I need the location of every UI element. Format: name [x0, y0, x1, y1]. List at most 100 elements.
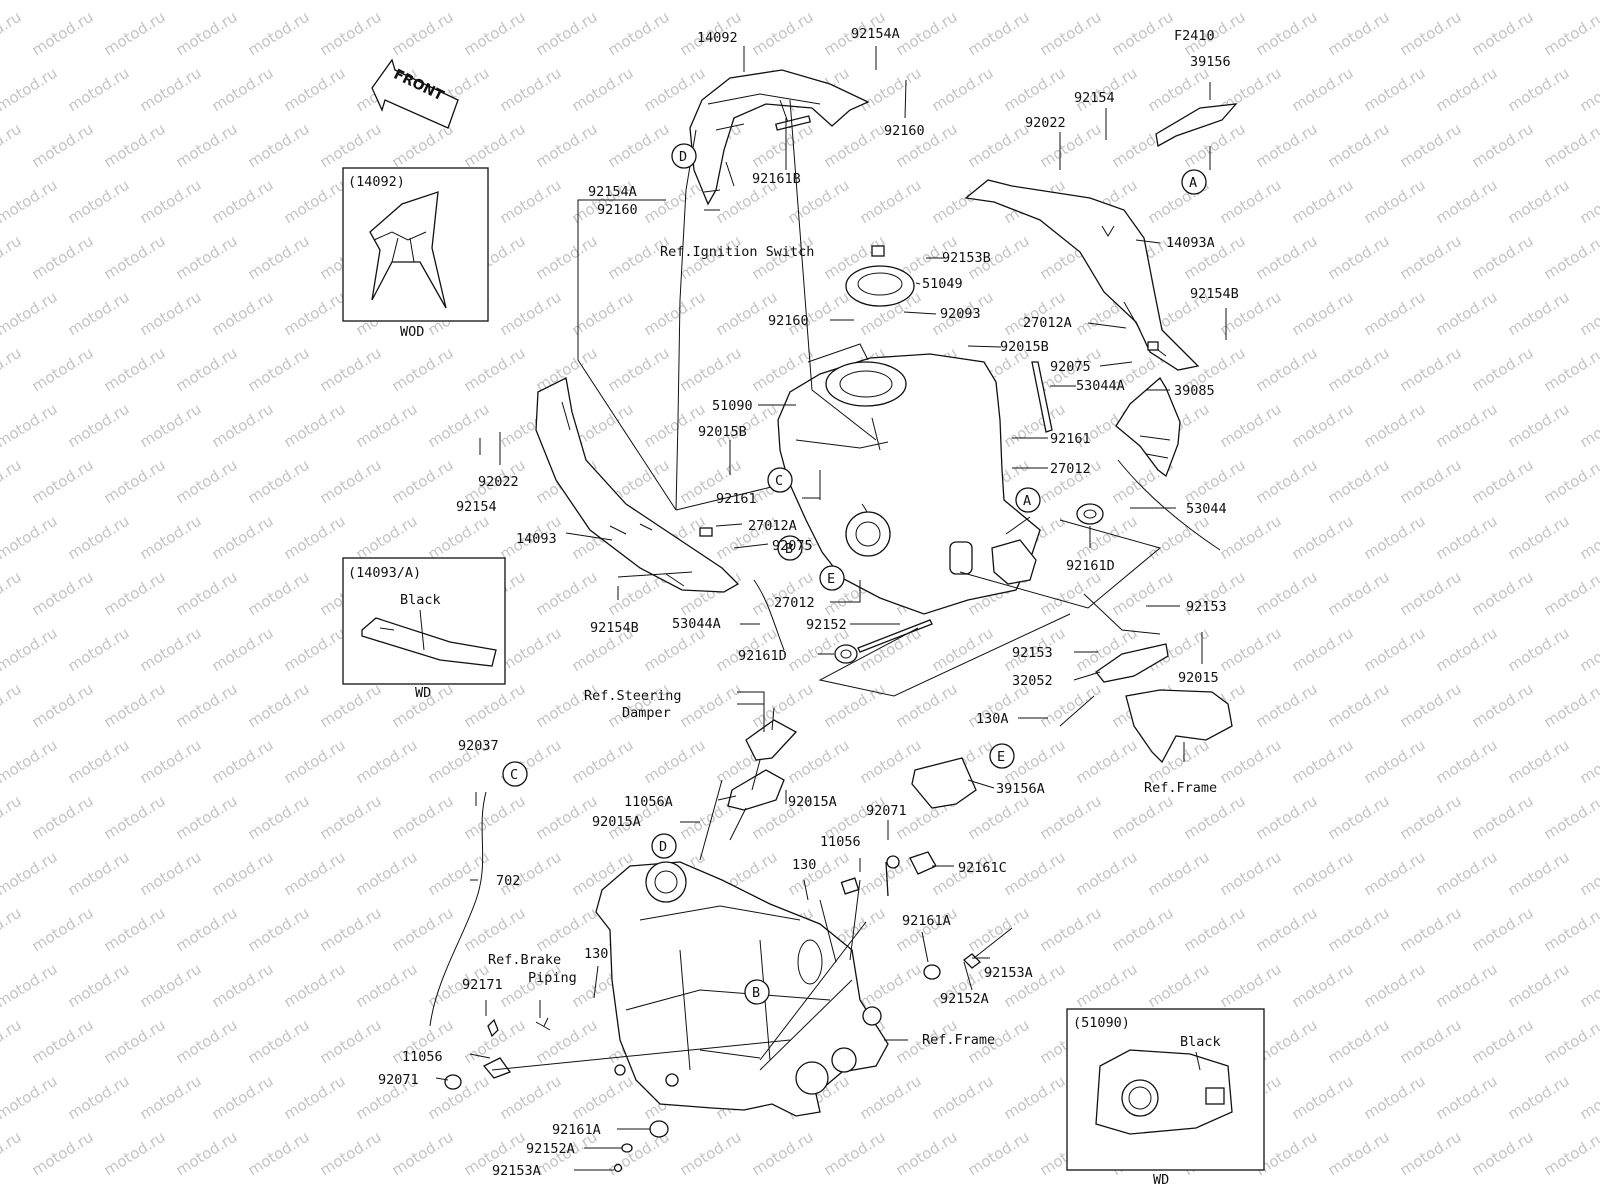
inset-51090-variant: WD [1153, 1172, 1169, 1188]
watermark-text: motod.ru [1505, 288, 1573, 340]
watermark-text: motod.ru [1433, 960, 1501, 1012]
watermark-text: motod.ru [245, 232, 313, 284]
part-number-labels: 14092 92154A 92160 92161B 92154A 92160 F… [378, 26, 1239, 1179]
part-label: 92154A [851, 26, 900, 42]
watermark-text: motod.ru [1361, 400, 1429, 452]
part-label: 92022 [1025, 115, 1066, 131]
callout-C-tank-text: C [775, 473, 783, 489]
part-label: 27012A [1023, 315, 1072, 331]
watermark-text: motod.ru [1469, 8, 1537, 60]
watermark-text: motod.ru [173, 456, 241, 508]
watermark-text: motod.ru [857, 176, 925, 228]
watermark-text: motod.ru [641, 0, 709, 3]
part-label: 92153B [942, 250, 991, 266]
watermark-text: motod.ru [353, 848, 421, 900]
watermark-text: motod.ru [1505, 960, 1573, 1012]
watermark-text: motod.ru [1253, 904, 1321, 956]
watermark-text: motod.ru [929, 0, 997, 3]
watermark-text: motod.ru [137, 64, 205, 116]
watermark-text: motod.ru [209, 176, 277, 228]
part-label: 92160 [884, 123, 925, 139]
watermark-text: motod.ru [965, 1128, 1033, 1180]
watermark-text: motod.ru [101, 568, 169, 620]
watermark-text: motod.ru [245, 792, 313, 844]
steering-damper-bracket [727, 707, 798, 811]
inset-51090: (51090) Black WD [1066, 1008, 1265, 1188]
watermark-text: motod.ru [389, 8, 457, 60]
callout-C-hose: C [502, 761, 528, 787]
watermark-text: motod.ru [65, 736, 133, 788]
part-label: 39085 [1174, 383, 1215, 399]
watermark-text: motod.ru [1217, 736, 1285, 788]
callout-E-tank: E [819, 565, 845, 591]
watermark-text: motod.ru [1361, 736, 1429, 788]
watermark-text: motod.ru [173, 8, 241, 60]
watermark-text: motod.ru [1505, 624, 1573, 676]
watermark-text: motod.ru [857, 0, 925, 3]
callout-B-tank-text: B [785, 541, 793, 557]
watermark-text: motod.ru [605, 8, 673, 60]
watermark-text: motod.ru [569, 736, 637, 788]
watermark-text: motod.ru [1469, 680, 1537, 732]
part-label: 39156A [996, 781, 1045, 797]
inset-14093A-code: (14093/A) [348, 565, 421, 581]
watermark-text: motod.ru [137, 960, 205, 1012]
side-cowl-14093 [535, 377, 740, 593]
watermark-text: motod.ru [245, 1128, 313, 1180]
watermark-text: motod.ru [1469, 120, 1537, 172]
watermark-text: motod.ru [137, 0, 205, 3]
watermark-text: motod.ru [857, 848, 925, 900]
bracket-32052 [1095, 643, 1169, 683]
watermark-text: motod.ru [0, 512, 60, 564]
watermark-text: motod.ru [281, 64, 349, 116]
bush-92161D-lower [834, 644, 858, 664]
part-label: 92153A [984, 965, 1033, 981]
watermark-text: motod.ru [1541, 232, 1600, 284]
watermark-text: motod.ru [173, 1128, 241, 1180]
reference-lines [491, 99, 1162, 1071]
watermark-text: motod.ru [1361, 1072, 1429, 1124]
watermark-text: motod.ru [1577, 848, 1600, 900]
ref-frame-bottom: Ref.Frame [922, 1032, 995, 1048]
watermark-text: motod.ru [389, 1128, 457, 1180]
part-label: 39156 [1190, 54, 1231, 70]
watermark-text: motod.ru [0, 64, 60, 116]
part-label: 92152A [526, 1141, 575, 1157]
part-label: 130 [584, 946, 608, 962]
watermark-text: motod.ru [1073, 0, 1141, 3]
watermark-text: motod.ru [569, 1072, 637, 1124]
callout-D-frame: D [651, 833, 677, 859]
watermark-text: motod.ru [461, 120, 529, 172]
part-label: 92161D [1066, 558, 1115, 574]
watermark-text: motod.ru [0, 792, 24, 844]
watermark-text: motod.ru [1541, 120, 1600, 172]
watermark-text: motod.ru [1577, 736, 1600, 788]
watermark-text: motod.ru [29, 568, 97, 620]
part-label: 92161C [958, 860, 1007, 876]
watermark-text: motod.ru [1325, 792, 1393, 844]
watermark-text: motod.ru [1325, 1016, 1393, 1068]
watermark-text: motod.ru [0, 120, 24, 172]
watermark-text: motod.ru [497, 288, 565, 340]
watermark-text: motod.ru [1073, 736, 1141, 788]
watermark-text: motod.ru [605, 120, 673, 172]
watermark-text: motod.ru [353, 400, 421, 452]
part-label: 92153 [1012, 645, 1053, 661]
watermark-text: motod.ru [0, 288, 60, 340]
watermark-text: motod.ru [1181, 904, 1249, 956]
ref-brake-piping-1: Ref.Brake [488, 952, 561, 968]
watermark-text: motod.ru [893, 8, 961, 60]
watermark-text: motod.ru [425, 0, 493, 3]
reference-notes: Ref.Ignition Switch Ref.Steering Damper … [488, 244, 1217, 1048]
part-label: 27012 [1050, 461, 1091, 477]
watermark-text: motod.ru [1433, 512, 1501, 564]
sticker-39156A [911, 757, 977, 809]
watermark-text: motod.ru [1577, 0, 1600, 3]
watermark-text: motod.ru [29, 232, 97, 284]
watermark-text: motod.ru [209, 512, 277, 564]
ref-frame-top: Ref.Frame [1144, 780, 1217, 796]
inset-14093A-note: Black [400, 592, 441, 608]
watermark-text: motod.ru [1397, 232, 1465, 284]
watermark-text: motod.ru [29, 1016, 97, 1068]
part-label: 53044 [1186, 501, 1227, 517]
